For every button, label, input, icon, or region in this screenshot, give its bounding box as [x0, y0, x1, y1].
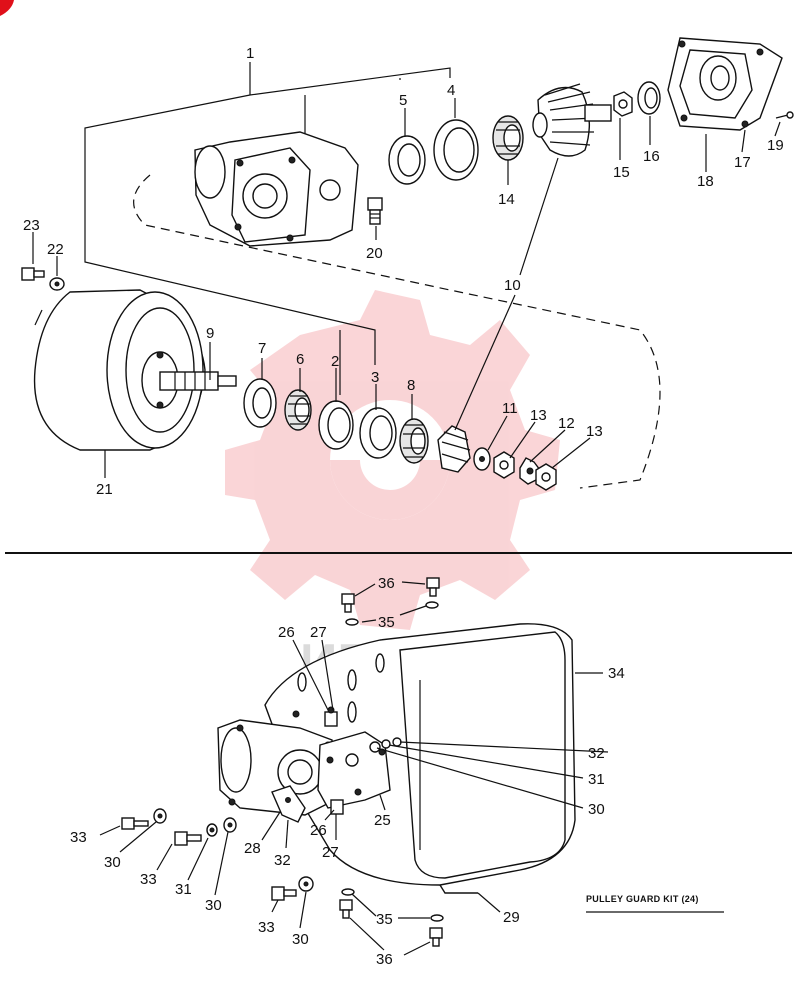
callout-36b: 36 [376, 951, 393, 968]
bolt-36b [426, 577, 440, 597]
ring-16 [637, 81, 661, 115]
callout-30c: 30 [205, 897, 222, 914]
assembly-bracket-line-upper [249, 67, 451, 96]
callout-33c: 33 [258, 919, 275, 936]
nut-13a [493, 451, 515, 479]
callout-32b: 32 [274, 852, 291, 869]
callout-19: 19 [767, 137, 784, 154]
washer-30b [223, 817, 237, 833]
pinion-gear [437, 425, 471, 473]
callout-15: 15 [613, 164, 630, 181]
bolt-36d [429, 927, 443, 947]
washer-11 [473, 447, 491, 471]
bearing-cone-6 [284, 389, 312, 431]
shaft-9 [159, 371, 237, 391]
callout-31b: 31 [175, 881, 192, 898]
bearing-cup-2 [318, 400, 354, 450]
bracket-28 [271, 785, 306, 823]
washer-35a [425, 601, 439, 609]
callout-27b: 27 [322, 844, 339, 861]
callout-33a: 33 [70, 829, 87, 846]
callout-18: 18 [697, 173, 714, 190]
oil-seal-5 [388, 135, 426, 185]
bearing-cup-3 [359, 407, 397, 459]
washer-35b [345, 618, 359, 626]
nut-15 [613, 91, 633, 117]
washer-22 [49, 277, 65, 291]
callout-17: 17 [734, 154, 751, 171]
callout-21: 21 [96, 481, 113, 498]
callout-31a: 31 [588, 771, 605, 788]
bevel-gear-10 [532, 83, 612, 157]
phantom-outline [133, 174, 661, 489]
callout-33b: 33 [140, 871, 157, 888]
bolt-23 [21, 267, 45, 281]
bottom-callouts: 36 35 26 27 34 32 31 30 25 26 27 28 32 3… [70, 575, 625, 968]
housing-cover-18 [667, 37, 783, 131]
callout-7: 7 [258, 340, 266, 357]
bolt-33c [271, 886, 297, 901]
callout-5: 5 [399, 92, 407, 109]
callout-9: 9 [206, 325, 214, 342]
callout-29: 29 [503, 909, 520, 926]
top-callouts: 1 2 3 4 5 6 7 8 9 10 11 12 13 13 14 15 1… [23, 45, 784, 498]
drain-plug [367, 197, 383, 225]
gearbox-housing [194, 131, 359, 247]
lock-washer-31 [206, 823, 218, 837]
bearing-cone-14 [492, 115, 524, 161]
washer-35c [341, 888, 355, 896]
callout-12: 12 [558, 415, 575, 432]
callout-30a: 30 [588, 801, 605, 818]
washer-35d [430, 914, 444, 922]
callout-27a: 27 [310, 624, 327, 641]
callout-34: 34 [608, 665, 625, 682]
bolt-33b [174, 831, 202, 846]
callout-32a: 32 [588, 745, 605, 762]
oil-seal-7 [243, 378, 277, 428]
callout-26a: 26 [278, 624, 295, 641]
guard-rim-29 [439, 884, 478, 894]
callout-25: 25 [374, 812, 391, 829]
callout-28: 28 [244, 840, 261, 857]
pin-19 [775, 111, 794, 119]
bearing-cone-8 [399, 418, 429, 464]
callout-2: 2 [331, 353, 339, 370]
callout-3: 3 [371, 369, 379, 386]
callout-10: 10 [504, 277, 521, 294]
callout-8: 8 [407, 377, 415, 394]
callout-35a: 35 [378, 614, 395, 631]
leader-lines-bottom [99, 581, 609, 956]
pulley-guard-34 [264, 623, 576, 886]
callout-30b: 30 [104, 854, 121, 871]
callout-13b: 13 [586, 423, 603, 440]
callout-36a: 36 [378, 575, 395, 592]
callout-23: 23 [23, 217, 40, 234]
callout-14: 14 [498, 191, 515, 208]
washer-30a [153, 808, 167, 824]
nut-13b [535, 463, 557, 491]
callout-6: 6 [296, 351, 304, 368]
callout-11: 11 [502, 400, 518, 417]
bolt-36a [341, 593, 355, 613]
callout-35b: 35 [376, 911, 393, 928]
leader-lines-top [32, 98, 781, 478]
callout-20: 20 [366, 245, 383, 262]
washer-30c [298, 876, 314, 892]
bolt-33a [121, 817, 149, 830]
callout-1: 1 [246, 45, 254, 62]
callout-16: 16 [643, 148, 660, 165]
bearing-cup-4 [433, 119, 479, 181]
bolt-36c [339, 899, 353, 919]
callout-22: 22 [47, 241, 64, 258]
callout-4: 4 [447, 82, 455, 99]
assembly-bracket-line [84, 94, 376, 365]
corner-marker [0, 0, 14, 16]
callout-26b: 26 [310, 822, 327, 839]
pulley-21 [33, 289, 206, 451]
kit-caption: PULLEY GUARD KIT (24) [586, 894, 699, 904]
callout-13a: 13 [530, 407, 547, 424]
callout-30d: 30 [292, 931, 309, 948]
